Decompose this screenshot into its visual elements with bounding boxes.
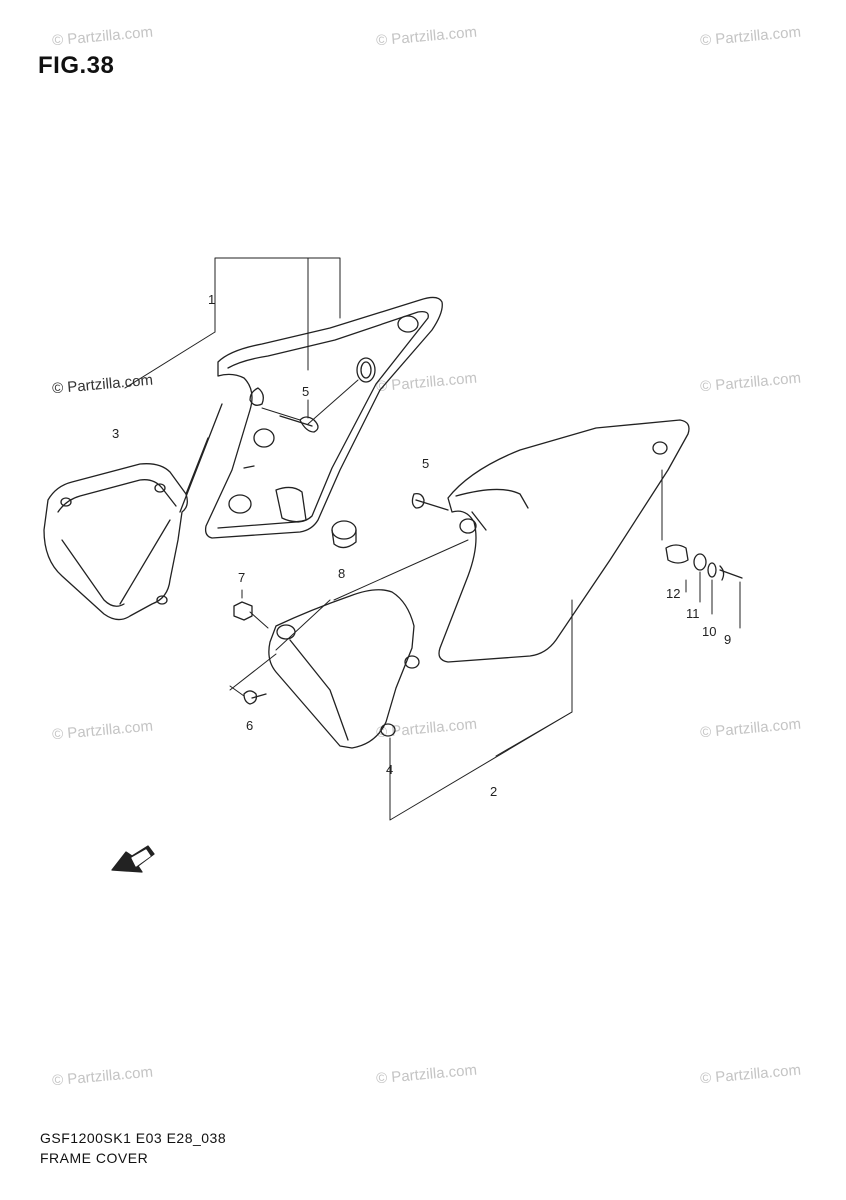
front-direction-arrow-icon: [111, 845, 155, 873]
frame-cover-bracket-part-3: [43, 403, 223, 621]
callout-1: 1: [208, 292, 216, 307]
callout-9: 9: [724, 632, 732, 647]
callout-2: 2: [490, 784, 498, 799]
front-cover-part-4: [268, 589, 420, 749]
grommet-part-8: [331, 520, 357, 549]
callout-5-upper: 5: [302, 384, 310, 399]
leader-lines-1: [124, 257, 341, 419]
callout-4: 4: [386, 762, 394, 777]
callout-10: 10: [702, 624, 717, 639]
callout-6: 6: [246, 718, 254, 733]
frame-cover-left-part-1: [204, 296, 443, 539]
callout-7: 7: [238, 570, 246, 585]
figure-title: FIG.38: [38, 52, 115, 79]
callout-3: 3: [112, 426, 120, 441]
screw-part-5-right: [411, 492, 449, 511]
screw-part-5-upper: [261, 379, 359, 433]
callout-8: 8: [338, 566, 346, 581]
bolt-part-6: [229, 653, 277, 705]
frame-cover-right-part-2: [438, 419, 690, 663]
model-code: GSF1200SK1 E03 E28_038: [40, 1130, 227, 1146]
leader-lines-2: [333, 539, 573, 821]
callout-5-right: 5: [422, 456, 430, 471]
callout-12: 12: [666, 586, 681, 601]
nut-part-7: [233, 589, 269, 629]
callout-11: 11: [686, 606, 700, 621]
section-name: FRAME COVER: [40, 1150, 149, 1166]
fastener-stack-9-12: [661, 469, 743, 629]
